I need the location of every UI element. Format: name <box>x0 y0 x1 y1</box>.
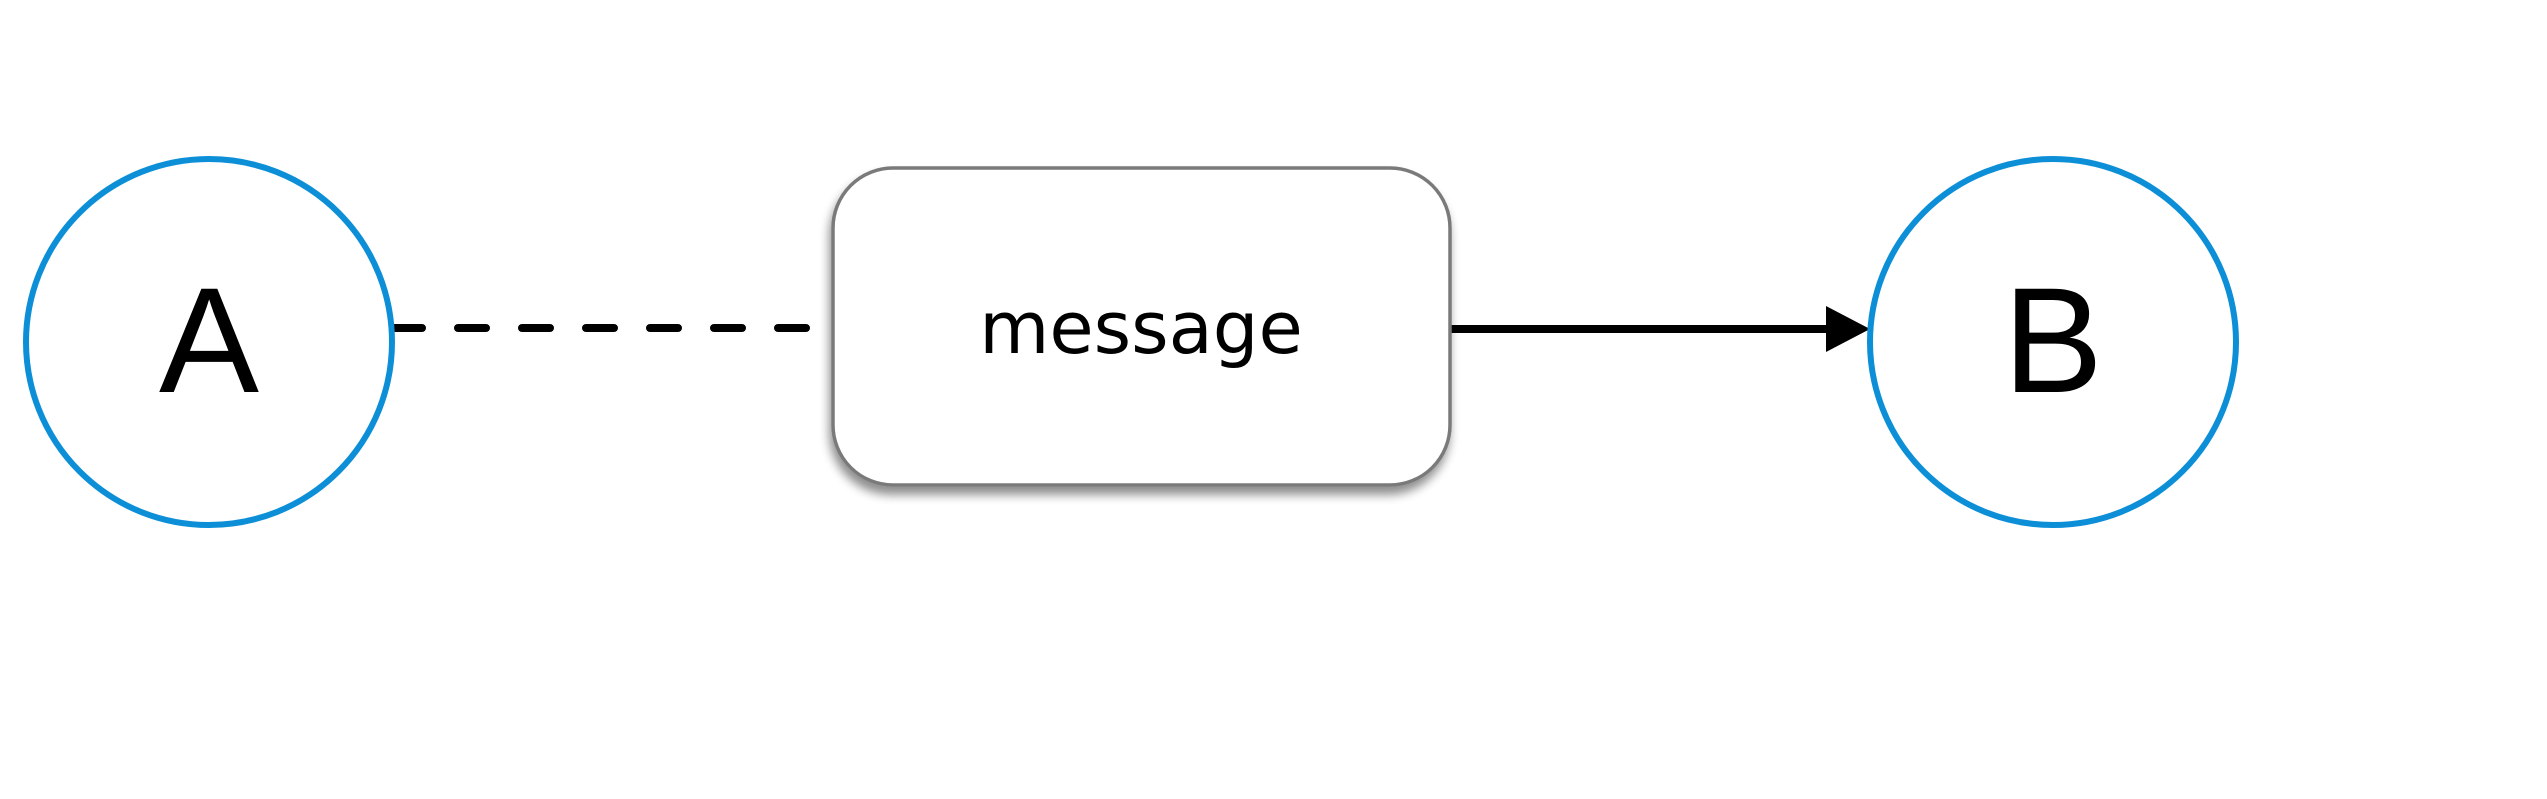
node-a-label: A <box>159 256 259 424</box>
node-b-label: B <box>2003 256 2103 424</box>
message-box-label: message <box>979 286 1303 370</box>
node-b[interactable]: B <box>1867 156 2239 528</box>
message-box[interactable]: message <box>831 166 1452 487</box>
node-a[interactable]: A <box>23 156 395 528</box>
message-box-rect <box>831 166 1452 487</box>
arrowhead-to-b <box>1826 306 1870 352</box>
node-a-circle <box>23 156 395 528</box>
node-b-circle <box>1867 156 2239 528</box>
